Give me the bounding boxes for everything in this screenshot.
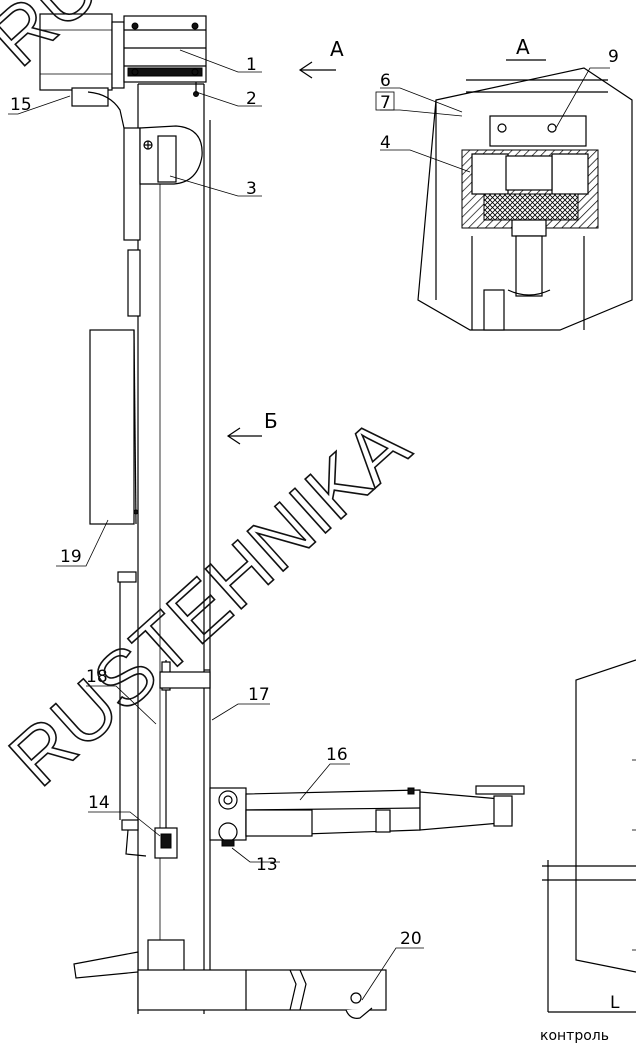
callout-20: 20 (400, 929, 422, 949)
callout-9: 9 (608, 47, 619, 67)
callout-16: 16 (326, 745, 348, 765)
callout-leaders (8, 49, 610, 1001)
callout-18: 18 (86, 667, 108, 687)
partial-view-right (542, 659, 636, 1013)
callout-13: 13 (256, 855, 278, 875)
view-b-arrow: Б (226, 409, 278, 445)
callout-19: 19 (60, 547, 82, 567)
callout-2: 2 (246, 89, 257, 109)
callout-17: 17 (248, 685, 270, 705)
section-title-text: А (516, 35, 530, 59)
dimension: L контроль (540, 993, 620, 1044)
lift-column (73, 83, 387, 1019)
callout-3: 3 (246, 179, 257, 199)
dimension-label: L (610, 993, 620, 1013)
callout-1: 1 (246, 55, 257, 75)
section-title: А (506, 35, 546, 61)
callout-4: 4 (380, 133, 391, 153)
view-b-marker: Б (264, 409, 278, 433)
lift-arm (209, 785, 525, 847)
watermark: RUSTEHNIKA (0, 401, 425, 803)
motor-assembly (39, 13, 207, 129)
callout-labels: 1 2 3 4 6 7 9 13 14 15 16 17 18 19 20 (10, 47, 619, 949)
view-a-marker: А (330, 37, 344, 61)
callout-14: 14 (88, 793, 110, 813)
bottom-text: контроль (540, 1028, 609, 1044)
callout-6: 6 (380, 71, 391, 91)
callout-7: 7 (380, 93, 391, 113)
view-a-arrow: А (298, 37, 344, 79)
section-a-detail (417, 67, 633, 331)
callout-15: 15 (10, 95, 32, 115)
